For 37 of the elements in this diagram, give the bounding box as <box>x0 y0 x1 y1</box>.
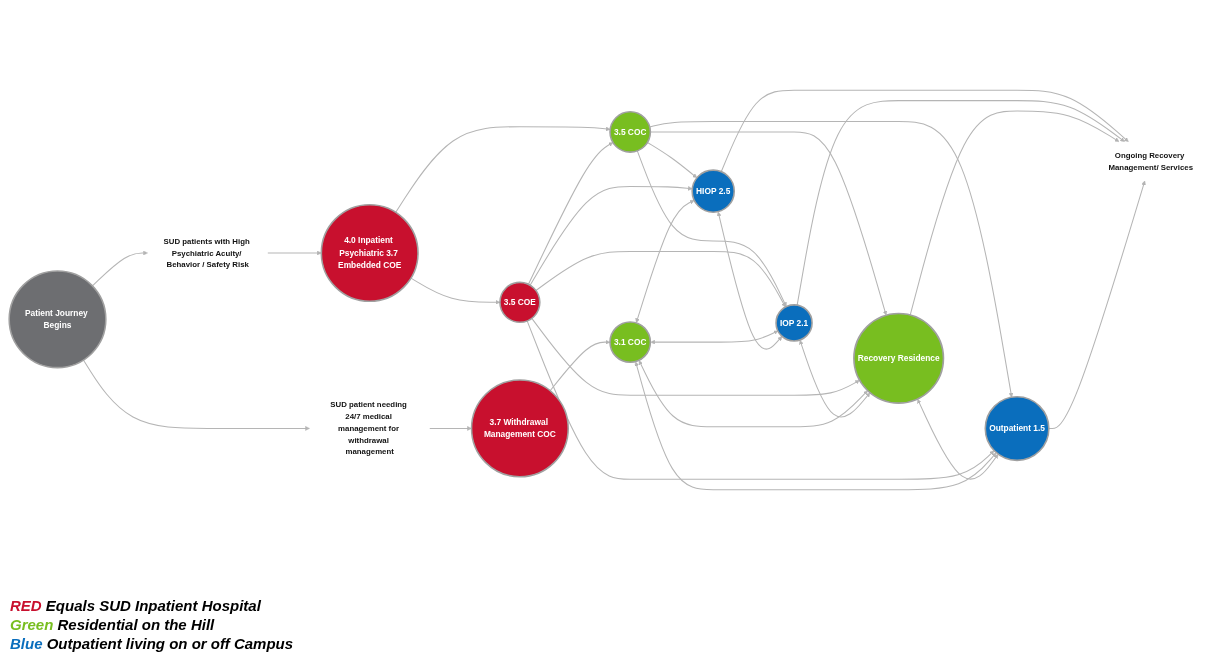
arrow <box>649 131 887 316</box>
arrow <box>646 142 697 179</box>
arrow <box>530 317 860 396</box>
node-circle: 4.0 Inpatient Psychiatric 3.7 Embedded COE <box>320 203 419 303</box>
arrow <box>638 360 868 428</box>
node-circle: IOP 2.1 <box>774 304 813 342</box>
arrow <box>82 359 310 431</box>
arrow <box>634 361 996 491</box>
arrow <box>534 250 786 308</box>
node-circle: Patient Journey Begins <box>7 270 107 369</box>
arrow <box>529 186 692 286</box>
node-circle: 3.1 COC <box>608 321 651 364</box>
arrow <box>649 330 778 345</box>
node-circle: 3.5 COC <box>608 111 651 153</box>
node-circle: HIOP 2.5 <box>690 169 735 214</box>
arrow <box>798 340 870 418</box>
arrow <box>716 211 782 350</box>
legend-entry: Green Residential on the Hill <box>10 615 216 634</box>
arrow <box>634 200 694 323</box>
arrow <box>527 142 613 285</box>
arrow <box>91 250 148 287</box>
node-circle: Outpatient 1.5 <box>984 396 1050 462</box>
arrow <box>909 110 1119 316</box>
legend-entry: Blue Outpatient living on or off Campus <box>10 634 294 653</box>
arrow <box>394 126 610 213</box>
node-circle: 3.7 Withdrawal Management COC <box>470 379 569 478</box>
arrow <box>526 320 994 480</box>
arrow <box>428 426 472 431</box>
arrow <box>648 121 1013 398</box>
arrow <box>916 399 998 480</box>
node-circle: Recovery Residence <box>852 312 944 404</box>
arrow <box>549 339 610 392</box>
arrow <box>720 89 1129 173</box>
arrow <box>796 100 1125 306</box>
legend-entry: RED Equals SUD Inpatient Hospital <box>10 596 262 615</box>
node-circle: 3.5 COE <box>498 281 541 324</box>
arrow <box>409 277 500 305</box>
